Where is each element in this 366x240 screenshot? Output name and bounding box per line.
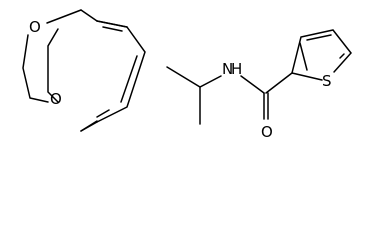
atom-n: N xyxy=(222,60,233,78)
atom-s: S xyxy=(322,72,332,90)
atom-h: H xyxy=(231,60,242,78)
atom-o-carbonyl: O xyxy=(261,123,273,141)
bond-lines xyxy=(22,9,352,132)
atom-o-top: O xyxy=(29,18,41,36)
molecule-structure: O O N H O S xyxy=(22,9,352,141)
atom-o-bottom: O xyxy=(50,90,62,108)
